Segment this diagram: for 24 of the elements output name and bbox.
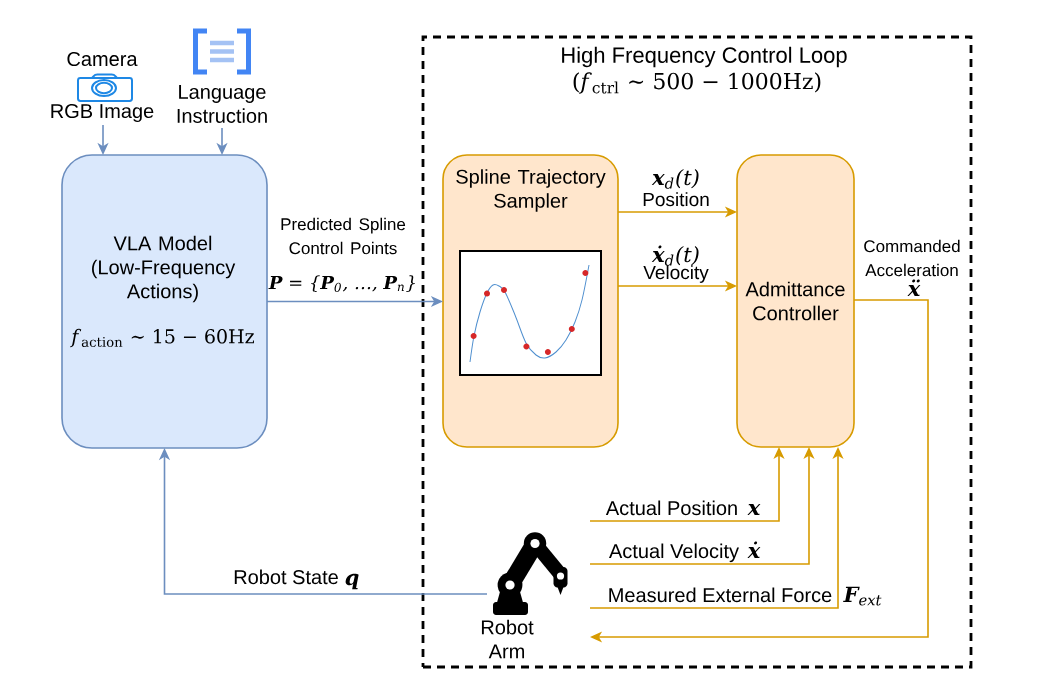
edge-label: Measured External Force <box>609 587 832 603</box>
icon-caption: RGB Image <box>51 103 154 123</box>
formula: F$_{ext}$ <box>843 586 882 606</box>
formula: P = {P$_{0}$, …, P$_{n}$} <box>268 275 415 292</box>
formula: x <box>747 504 761 515</box>
process-box: Admittance Controller <box>736 154 855 448</box>
edge-label: Actual Position <box>605 500 737 516</box>
edge-label: Robot State <box>234 569 338 585</box>
edge-label: Actual Velocity <box>609 543 739 563</box>
edge-label: Commanded Acceleration <box>864 239 960 277</box>
edge-label: Velocity <box>643 265 709 283</box>
formula: ẍ <box>907 279 921 296</box>
frame-title: High Frequency Control Loop <box>562 46 847 68</box>
icon-caption: Robot Arm <box>481 619 534 659</box>
formula: ẋ$_{d}$(t) <box>651 245 699 266</box>
formula: x$_{d}$(t) <box>651 169 699 189</box>
formula: ẋ <box>747 541 761 558</box>
edge-label: Position <box>643 192 709 207</box>
formula: (f$_{ctrl}$ ∼ 500 − 1000Hz) <box>573 72 821 94</box>
process-box: VLA Model (Low-Frequency Actions) f$_{action}$ ∼ 15 − 60Hz <box>61 154 268 449</box>
icon-caption: Language Instruction <box>177 85 267 123</box>
icon-caption: Camera <box>67 51 138 67</box>
formula: q <box>345 573 359 590</box>
edge-label: Predicted Spline Control Points <box>281 217 406 255</box>
